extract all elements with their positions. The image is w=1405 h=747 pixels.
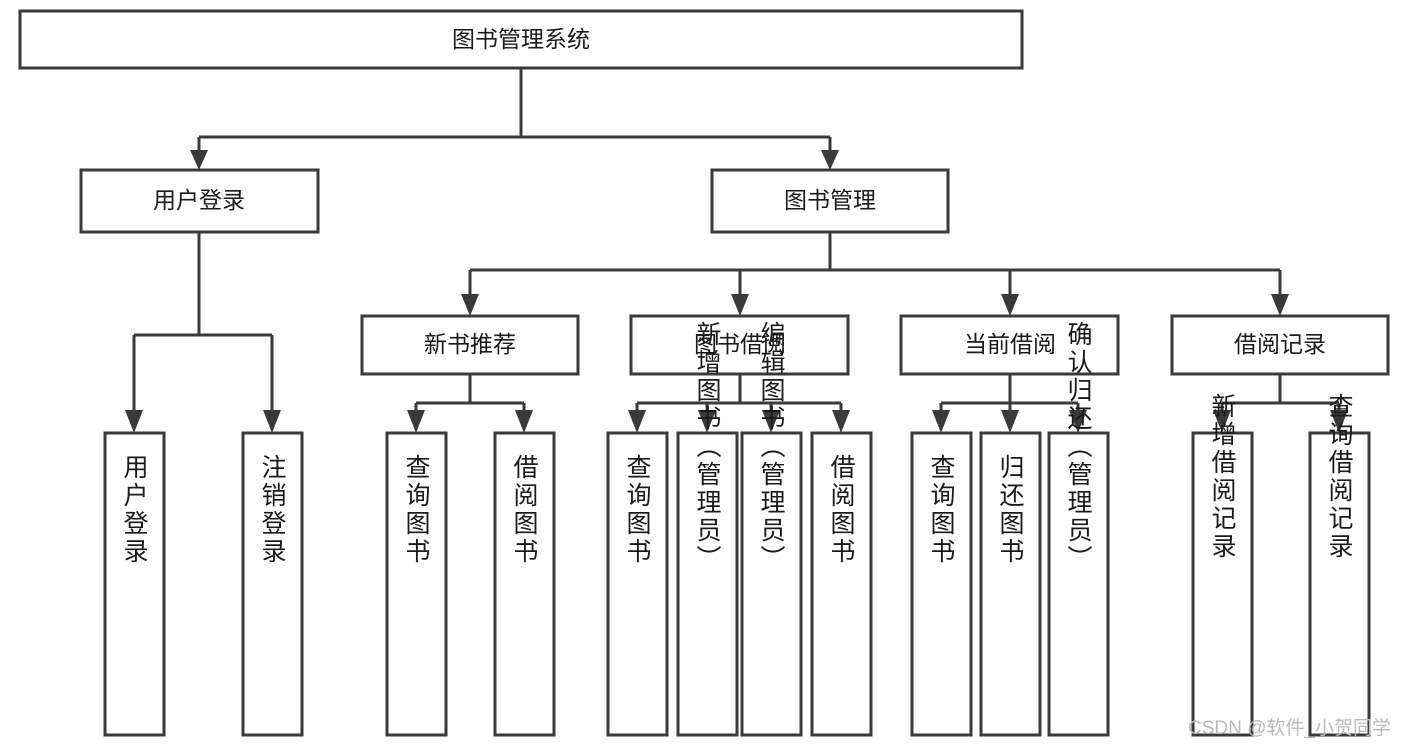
node-current-borrow-label: 当前借阅 [964,331,1056,357]
node-new-book-recommend[interactable]: 新书推荐 [360,314,580,376]
connector-currentborrow-to-leaves [932,374,1087,433]
node-root-system[interactable]: 图书管理系统 [18,9,1024,70]
connector-userlogin-to-leaves [125,232,281,433]
node-user-login-label: 用户登录 [153,187,245,213]
node-current-borrow[interactable]: 当前借阅 [899,314,1120,376]
node-book-management-label: 图书管理 [784,187,876,213]
leaf-currentborrow-query-label: 查询图书 [927,454,956,566]
node-user-login[interactable]: 用户登录 [79,168,320,234]
leaf-currentborrow-return-label: 归还图书 [996,454,1025,566]
leaf-currentborrow-confirm[interactable]: 确认归还（管理员） [1047,321,1110,737]
connector-bookborrow-to-leaves [628,374,850,433]
leaf-user-login-signin[interactable]: 用户登录 [103,431,166,737]
leaf-bookborrow-add[interactable]: 新增图书（管理员） [676,321,739,737]
connector-newbook-to-leaves [407,374,533,433]
leaf-currentborrow-query[interactable]: 查询图书 [910,431,973,737]
leaf-bookborrow-query[interactable]: 查询图书 [606,431,669,737]
node-borrow-record[interactable]: 借阅记录 [1170,314,1390,376]
connector-borrowrecord-to-leaves [1213,374,1348,433]
leaf-newbook-query[interactable]: 查询图书 [385,431,448,737]
leaf-borrowrecord-query[interactable]: 查询借阅记录 [1308,393,1371,737]
leaf-user-login-signout-label: 注销登录 [258,454,287,566]
leaf-newbook-query-label: 查询图书 [402,454,431,566]
node-new-book-recommend-label: 新书推荐 [424,331,516,357]
leaf-borrowrecord-add[interactable]: 新增借阅记录 [1191,393,1254,737]
node-root-system-label: 图书管理系统 [452,26,590,52]
leaf-currentborrow-return[interactable]: 归还图书 [979,431,1042,737]
leaf-user-login-signout[interactable]: 注销登录 [241,431,304,737]
leaf-bookborrow-query-label: 查询图书 [623,454,652,566]
leaf-bookborrow-add-label: 新增图书（管理员） [693,321,722,573]
connector-bookmgmt-to-level3 [461,232,1289,316]
connector-root-to-level2 [190,68,839,170]
leaf-borrowrecord-query-label: 查询借阅记录 [1325,393,1354,561]
node-book-borrow-label: 图书借阅 [694,331,786,357]
leaf-currentborrow-confirm-label: 确认归还（管理员） [1064,321,1093,573]
leaf-bookborrow-borrow[interactable]: 借阅图书 [810,431,873,737]
leaf-user-login-signin-label: 用户登录 [120,454,149,566]
node-borrow-record-label: 借阅记录 [1234,331,1326,357]
leaf-borrowrecord-add-label: 新增借阅记录 [1208,393,1237,561]
node-book-management[interactable]: 图书管理 [710,168,950,234]
leaf-bookborrow-borrow-label: 借阅图书 [827,454,856,566]
leaf-bookborrow-edit[interactable]: 编辑图书（管理员） [740,321,803,737]
leaf-bookborrow-edit-label: 编辑图书（管理员） [757,321,786,573]
node-book-borrow[interactable]: 图书借阅 [629,314,850,376]
leaf-newbook-borrow[interactable]: 借阅图书 [493,431,556,737]
csdn-watermark: CSDN @软件_小贺同学 [1188,718,1391,739]
leaf-newbook-borrow-label: 借阅图书 [510,454,539,566]
